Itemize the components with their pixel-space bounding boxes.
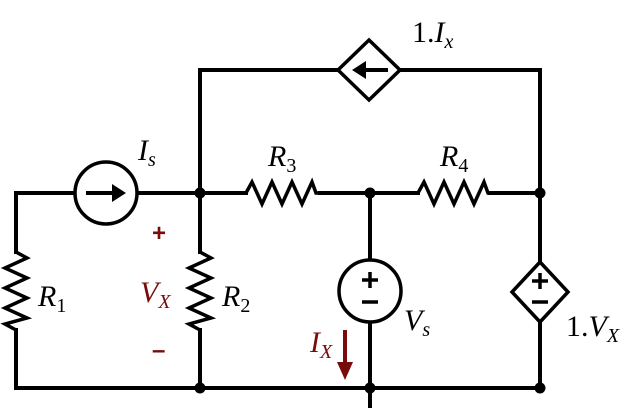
label-dependent-current: 1.Ix bbox=[412, 16, 454, 53]
plus-icon bbox=[532, 273, 548, 289]
dependent-voltage-source bbox=[509, 259, 571, 325]
label-vx: VX bbox=[140, 276, 171, 313]
ix-arrow-icon bbox=[337, 330, 353, 380]
label-r4: R4 bbox=[439, 140, 468, 177]
wire-top-right bbox=[398, 68, 542, 195]
nodes bbox=[194, 187, 546, 394]
resistor-r1 bbox=[0, 250, 33, 332]
label-r3: R3 bbox=[267, 140, 296, 177]
vx-minus-sign: – bbox=[152, 337, 165, 364]
label-vs: Vs bbox=[404, 304, 430, 341]
plus-icon bbox=[362, 272, 378, 288]
label-ix: IX bbox=[309, 326, 333, 363]
label-dependent-voltage: 1.VX bbox=[566, 310, 620, 347]
node-bottom-right bbox=[534, 382, 546, 394]
node-b bbox=[364, 187, 376, 199]
node-c bbox=[534, 187, 546, 199]
node-a bbox=[194, 187, 206, 199]
wire-top-left bbox=[198, 68, 340, 195]
label-r2: R2 bbox=[221, 280, 250, 317]
wires bbox=[14, 68, 542, 408]
voltage-source-vs bbox=[337, 258, 403, 324]
resistor-r3 bbox=[244, 177, 320, 209]
vx-plus-sign: + bbox=[152, 220, 166, 247]
resistor-r2 bbox=[184, 250, 217, 332]
current-source-is bbox=[73, 160, 139, 226]
label-r1: R1 bbox=[37, 280, 66, 317]
resistor-r4 bbox=[416, 177, 490, 209]
label-is: Is bbox=[137, 134, 156, 171]
node-bottom-mid bbox=[364, 382, 376, 394]
node-bottom-left bbox=[194, 382, 206, 394]
dependent-current-source bbox=[335, 37, 403, 103]
